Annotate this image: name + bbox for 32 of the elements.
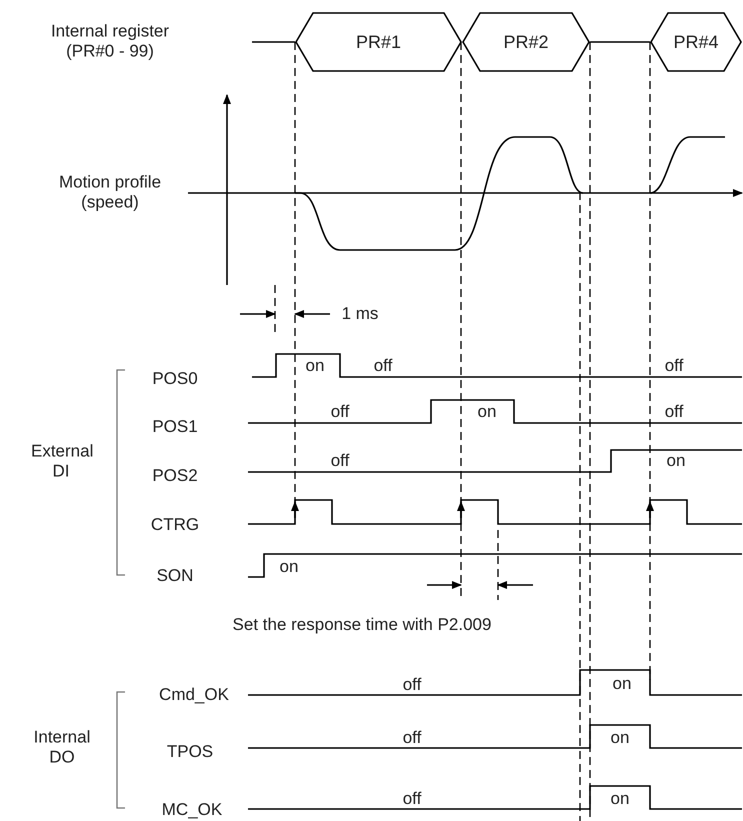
state-label: on [610,728,630,748]
signal-name: MC_OK [162,800,222,820]
state-label: off [402,788,422,810]
group-label: Internal DO [32,728,92,768]
state-label: off [374,356,392,376]
state-label: off [402,728,422,748]
state-label: on [612,674,632,694]
signal-name: CTRG [150,514,200,536]
row-label: Motion profile (speed) [58,172,162,214]
signal-name: Cmd_OK [159,684,229,706]
state-label: off [402,674,422,696]
row-label: Internal register (PR#0 - 99) [50,22,170,62]
signal-name: TPOS [166,742,214,762]
note-text: Set the response time with P2.009 [232,614,492,636]
state-label: on [610,788,630,810]
state-label: off [330,402,350,422]
state-label: on [306,356,324,376]
signal-name: SON [156,566,194,586]
state-label: on [280,556,298,578]
group-label: External DI [31,442,91,482]
signal-name: POS1 [152,416,198,438]
state-label: off [330,450,350,472]
signal-name: POS2 [152,466,198,486]
state-label: on [666,450,686,472]
register-state-hexagon: PR#1 [295,12,462,72]
register-state-hexagon: PR#4 [650,12,742,72]
state-label: off [664,402,684,422]
signal-name: POS0 [152,368,198,390]
state-label: off [664,356,684,376]
register-state-hexagon: PR#2 [462,12,590,72]
state-label: on [478,402,496,422]
dimension-label: 1 ms [342,304,378,324]
